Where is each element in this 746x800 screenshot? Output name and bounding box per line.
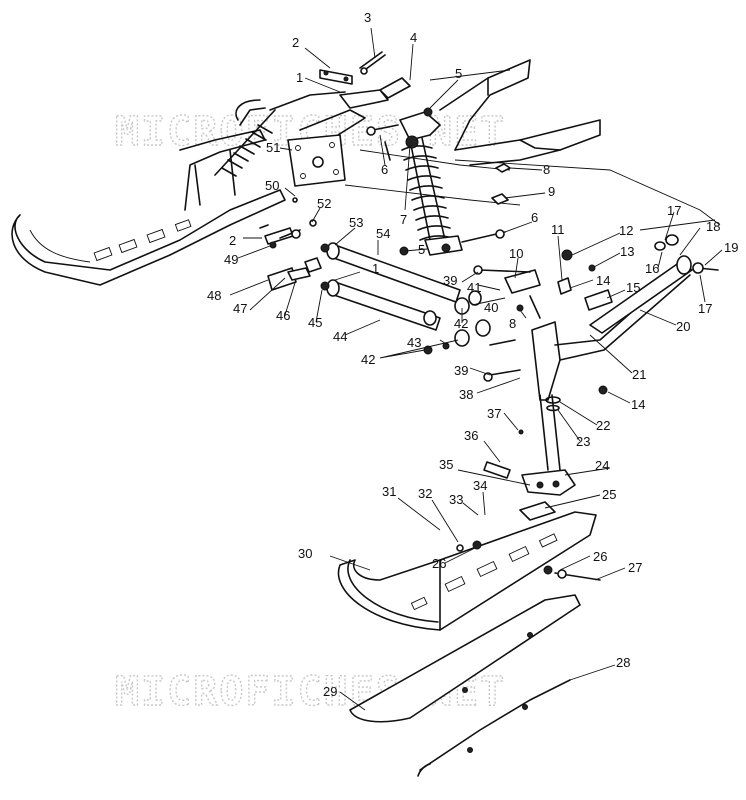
tie-rod-right [589,219,719,334]
callout-8: 8 [543,162,550,177]
callout-34: 34 [473,478,487,493]
callout-37: 37 [487,406,501,421]
callout-30: 30 [298,546,312,561]
callout-40: 40 [484,300,498,315]
upper-hardware [366,107,511,256]
callout-1b: 1 [372,261,379,276]
callout-16: 16 [645,261,659,276]
chassis-frame [235,59,721,226]
callout-51: 51 [266,140,280,155]
callout-52: 52 [317,196,331,211]
callout-43: 43 [407,335,421,350]
callout-44: 44 [333,329,347,344]
control-arms [326,242,491,355]
callout-45: 45 [308,315,322,330]
callout-38: 38 [459,387,473,402]
callout-28: 28 [616,655,630,670]
callout-17: 17 [667,203,681,218]
front-ski [337,501,601,631]
callout-8b: 8 [509,316,516,331]
callout-labels: 3 2 4 1 5 51 6 50 8 9 52 7 53 6 54 2 12 … [207,10,738,699]
callout-6b: 6 [531,210,538,225]
callout-15: 15 [626,280,640,295]
callout-13: 13 [620,244,634,259]
callout-4: 4 [410,30,417,45]
callout-17b: 17 [698,301,712,316]
ski-skag [349,594,581,777]
callout-41: 41 [467,280,481,295]
callout-42b: 42 [361,352,375,367]
callout-24: 24 [595,458,609,473]
left-ski-assembly [11,107,286,286]
callout-23: 23 [576,434,590,449]
callout-1: 1 [296,70,303,85]
callout-12: 12 [619,223,633,238]
callout-31: 31 [382,484,396,499]
callout-25: 25 [602,487,616,502]
callout-32: 32 [418,486,432,501]
callout-53: 53 [349,215,363,230]
callout-5: 5 [455,66,462,81]
callout-11: 11 [551,222,565,237]
callout-2b: 2 [229,233,236,248]
callout-29: 29 [323,684,337,699]
upper-shock-mount [299,51,411,141]
callout-36: 36 [464,428,478,443]
callout-27: 27 [628,560,642,575]
callout-48: 48 [207,288,221,303]
callout-39: 39 [443,273,457,288]
callout-39b: 39 [454,363,468,378]
callout-22: 22 [596,418,610,433]
callout-14: 14 [596,273,610,288]
callout-20: 20 [676,319,690,334]
callout-2: 2 [292,35,299,50]
callout-19: 19 [724,240,738,255]
callout-5b: 5 [418,242,425,257]
callout-35: 35 [439,457,453,472]
spindle-assembly [473,249,691,496]
callout-21: 21 [632,367,646,382]
callout-10: 10 [509,246,523,261]
callout-47: 47 [233,301,247,316]
callout-50: 50 [265,178,279,193]
callout-26b: 26 [432,556,446,571]
callout-7: 7 [400,212,407,227]
callout-49: 49 [224,252,238,267]
callout-54: 54 [376,226,390,241]
callout-26: 26 [593,549,607,564]
callout-46: 46 [276,308,290,323]
callout-6: 6 [381,162,388,177]
callout-42: 42 [454,316,468,331]
callout-14b: 14 [631,397,645,412]
callout-33: 33 [449,492,463,507]
callout-3: 3 [364,10,371,25]
shock-absorber [399,111,463,256]
callout-9: 9 [548,184,555,199]
mounting-plate [287,134,346,203]
left-hardware [259,219,330,291]
callout-18: 18 [706,219,720,234]
leader-lines [229,27,723,711]
